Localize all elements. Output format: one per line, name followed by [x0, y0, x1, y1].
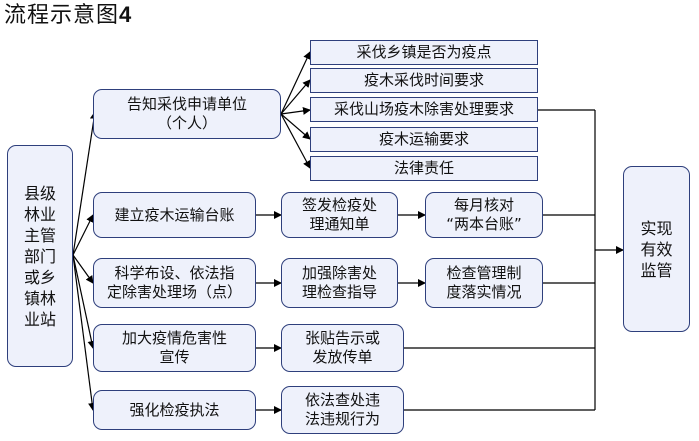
target-node: 实现有效监管	[623, 166, 690, 332]
branch3-node: 科学布设、依法指定除害处理场（点）	[93, 258, 256, 308]
branch1-node-line1: 告知采伐申请单位	[126, 95, 247, 113]
branch1-node: 告知采伐申请单位 （个人）	[93, 89, 281, 139]
arrow-branch1-item2	[280, 79, 311, 115]
branch2-step3: 每月核对“两本台账”	[425, 192, 543, 238]
arrow-branch1-item1	[280, 51, 311, 115]
branch5-node: 强化检疫执法	[93, 390, 256, 430]
branch4-step2: 张贴告示或发放传单	[281, 324, 404, 372]
branch2-step2: 签发检疫处理通知单	[281, 192, 398, 238]
arrow-root-to-branch2	[72, 214, 94, 256]
arrow-branch1-item4	[280, 113, 311, 140]
branch1-item-2: 疫木采伐时间要求	[310, 68, 538, 93]
arrow-root-to-branch4	[72, 254, 96, 349]
branch1-node-line2: （个人）	[156, 114, 217, 132]
arrow-root-to-branch5	[72, 254, 97, 411]
branch1-item-5: 法律责任	[310, 156, 538, 181]
branch1-item-4: 疫木运输要求	[310, 127, 538, 152]
diagram-title: 流程示意图4	[4, 2, 133, 28]
branch4-node: 加大疫情危害性宣传	[93, 324, 256, 372]
branch3-step2: 加强除害处理检查指导	[281, 258, 398, 308]
branch1-item-1: 采伐乡镇是否为疫点	[310, 40, 538, 65]
branch5-step2: 依法查处违法违规行为	[281, 386, 404, 434]
arrow-root-to-branch3	[72, 254, 94, 284]
arrow-branch1-item3	[280, 106, 311, 115]
arrow-root-to-branch1	[72, 111, 98, 256]
branch1-item-3: 采伐山场疫木除害处理要求	[310, 97, 538, 122]
root-node: 县级林业主管部门或乡镇林业站	[7, 145, 73, 367]
arrow-branch1-item5	[280, 113, 311, 169]
branch3-step3: 检查管理制度落实情况	[425, 258, 543, 308]
branch2-node: 建立疫木运输台账	[93, 192, 256, 238]
